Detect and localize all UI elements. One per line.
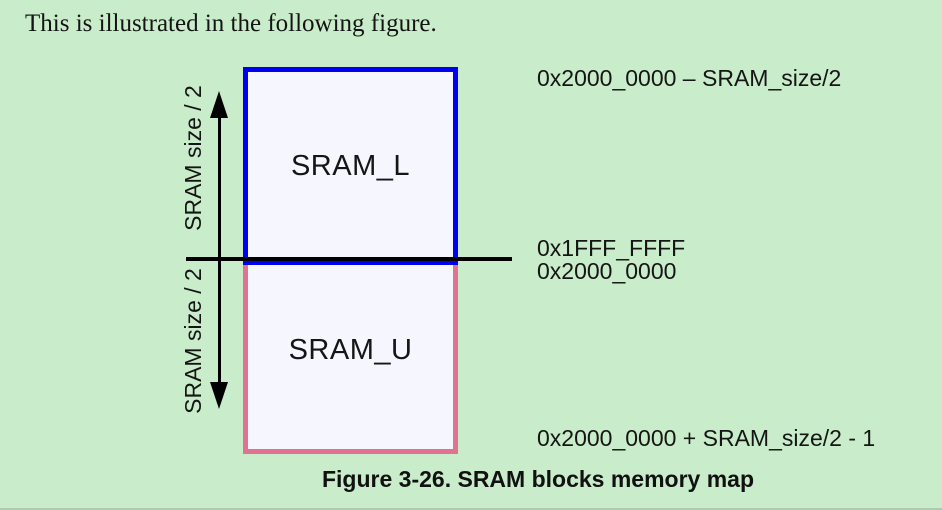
size-axis-line: [218, 112, 221, 388]
boundary-line: [186, 257, 512, 261]
sram-l-label: SRAM_L: [290, 149, 411, 182]
address-label-sram-l-end: 0x1FFF_FFFF: [537, 235, 686, 261]
sram-u-label: SRAM_U: [288, 333, 413, 366]
arrow-up-icon: [210, 91, 228, 118]
upper-size-label: SRAM size / 2: [180, 85, 206, 231]
address-label-sram-l-start: 0x2000_0000 – SRAM_size/2: [537, 65, 842, 91]
arrow-down-icon: [210, 382, 228, 409]
page-bottom-edge: [0, 508, 942, 510]
address-label-sram-u-start: 0x2000_0000: [537, 258, 677, 284]
sram-u-block: SRAM_U: [243, 265, 458, 454]
sram-l-block: SRAM_L: [243, 67, 458, 265]
address-label-sram-u-end: 0x2000_0000 + SRAM_size/2 - 1: [537, 425, 876, 451]
intro-text: This is illustrated in the following fig…: [25, 10, 437, 37]
lower-size-label: SRAM size / 2: [180, 268, 206, 414]
figure-caption: Figure 3-26. SRAM blocks memory map: [321, 466, 755, 492]
